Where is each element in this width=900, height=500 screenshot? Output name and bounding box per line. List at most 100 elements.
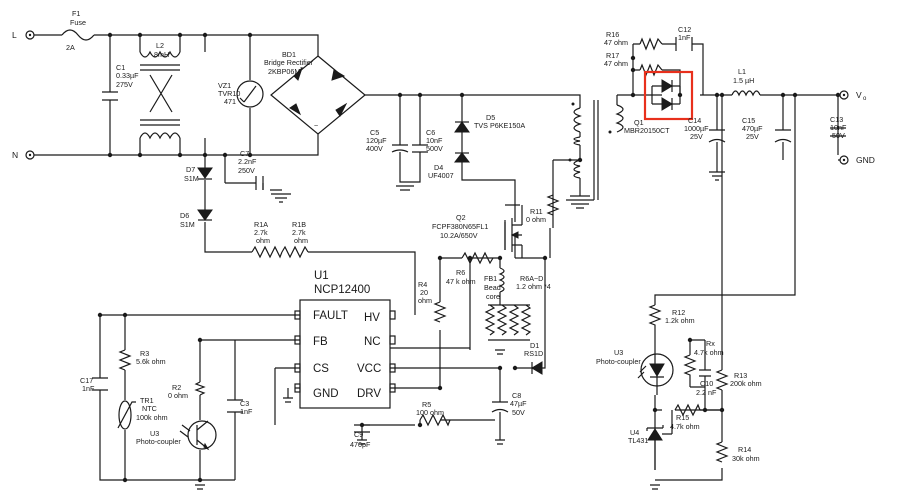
components-r6ad-0-label: R6A~D (520, 274, 543, 283)
components-u1-0-label: U1 (314, 270, 329, 282)
junction-dot (652, 407, 658, 413)
junction-dot (497, 365, 503, 371)
terminals-l-label: L (12, 30, 17, 40)
components-r16-0-label: R16 (606, 30, 619, 39)
fuse-f1: F1 Fuse 2A (61, 9, 95, 52)
capacitor-c9: C9 470pF (350, 424, 371, 449)
u1-pins-nc-label: NC (364, 336, 381, 348)
components-r6ad-1-label: 1.2 ohm *4 (516, 282, 551, 291)
terminals-gnd-label: GND (856, 155, 875, 165)
junction-dot (714, 92, 720, 98)
junction-dot (137, 152, 143, 158)
components-c1-2-label: 275V (116, 80, 133, 89)
terminal-l: L (12, 30, 35, 40)
components-r1b-0-label: R1B (292, 220, 306, 229)
components-c10-0-label: C10 (700, 379, 713, 388)
terminal-n: N (12, 150, 35, 160)
components-c17-1-label: 1nF (82, 384, 95, 393)
capacitor-c12: C12 1nF (675, 25, 693, 51)
junction-dot (512, 365, 518, 371)
components-l1-0-label: L1 (738, 67, 746, 76)
u1-pins-fault-label: FAULT (313, 310, 348, 322)
junction-dot (197, 477, 203, 483)
components-r12-0-label: R12 (672, 308, 685, 317)
resistor-r14: R14 30k ohm (715, 441, 760, 463)
photocoupler-u3-right: U3 Photo-coupler (596, 348, 674, 395)
components-rx-0-label: Rx (706, 339, 715, 348)
components-r14-0-label: R14 (738, 445, 751, 454)
junction-dot (467, 255, 473, 261)
components-r15-0-label: R15 (676, 413, 689, 422)
capacitor-c5: C5 120µF 400V (366, 128, 409, 153)
components-c5-2-label: 400V (366, 144, 383, 153)
components-r4-2-label: ohm (418, 296, 432, 305)
junction-dot (437, 255, 443, 261)
components-u1-1-label: NCP12400 (314, 284, 370, 296)
terminals-vout-label: V (856, 90, 862, 100)
components-r1a-1-label: 2.7k (254, 228, 268, 237)
components-fb1-1-label: Bead (484, 283, 501, 292)
components-q1-0-label: Q1 (634, 118, 644, 127)
bridge-rectifier-bd1: ~ ~ BD1 Bridge Rectifier 2KBP06M (264, 50, 366, 135)
resistor-r16: R16 47 ohm (604, 30, 663, 51)
components-r3-0-label: R3 (140, 349, 149, 358)
junction-dot (97, 312, 103, 318)
resistor-rx: Rx 4.7k ohm (683, 339, 724, 387)
components-c6-1-label: 10nF (426, 136, 443, 145)
u1-pins-drv-label: DRV (357, 388, 381, 400)
junction-dot (630, 55, 636, 61)
components-bd1-2-label: 2KBP06M (268, 67, 300, 76)
components-r1b-1-label: 2.7k (292, 228, 306, 237)
resistor-r2: R2 0 ohm (168, 381, 206, 400)
junction-dot (202, 32, 208, 38)
components-c13-1-label: 10nF (830, 123, 847, 132)
components-d6-1-label: S1M (180, 220, 195, 229)
components-d5-1-label: TVS P6KE150A (474, 121, 525, 130)
u1-pins-vcc-label: VCC (357, 363, 381, 375)
ground-symbols (195, 171, 725, 490)
components-rx-1-label: 4.7k ohm (694, 348, 724, 357)
capacitor-c17: C17 1nF (80, 376, 108, 393)
components-u3r-0-label: U3 (614, 348, 623, 357)
components-q2-1-label: FCPF380N65FL1 (432, 222, 488, 231)
mosfet-q2: Q2 FCPF380N65FL1 10.2A/650V (432, 205, 523, 258)
diode-d4: D4 UF4007 (428, 152, 471, 180)
u1-pins-gnd-label: GND (313, 388, 339, 400)
components-fb1-0-label: FB1 (484, 274, 497, 283)
components-d6-0-label: D6 (180, 211, 189, 220)
junction-dot (792, 92, 798, 98)
capacitor-c7: C7 2.2nF 250V (225, 149, 264, 190)
u1-pins-hv-label: HV (364, 312, 380, 324)
junction-dot (122, 312, 128, 318)
varistor-vz1: VZ1 TVR10 471 (218, 80, 264, 108)
components-bd1-1-label: Bridge Rectifier (264, 58, 314, 67)
components-vz1-0-label: VZ1 (218, 81, 231, 90)
junction-dot (542, 255, 548, 261)
resistor-r12: R12 1.2k ohm (648, 304, 695, 330)
inductor-l1: L1 1.5 µH (731, 67, 761, 97)
components-c13-2-label: 50V (832, 131, 845, 140)
transformer (568, 100, 624, 200)
capacitor-c15: C15 470µF 25V (742, 116, 792, 143)
components-vz1-2-label: 471 (224, 97, 236, 106)
components-bd1-0-label: BD1 (282, 50, 296, 59)
junction-dot (397, 92, 403, 98)
components-f1-0-label: F1 (72, 9, 80, 18)
components-c17-0-label: C17 (80, 376, 93, 385)
ferrite-bead-fb1: FB1 Bead core (484, 258, 505, 305)
components-c1-1-label: 0.33µF (116, 71, 139, 80)
ic-u1: U1 NCP12400 FAULT HV FB NC CS VCC GND DR… (294, 270, 396, 409)
components-r17-1-label: 47 ohm (604, 59, 628, 68)
components-r14-1-label: 30k ohm (732, 454, 760, 463)
junction-dot (137, 32, 143, 38)
components-c7-2-label: 250V (238, 166, 255, 175)
components-f1-1-label: Fuse (70, 18, 86, 27)
junction-dot (417, 422, 423, 428)
shunt-regulator-u4: U4 TL431 (628, 410, 673, 470)
u1-pins-cs-label: CS (313, 363, 329, 375)
components-u3r-1-label: Photo-coupler (596, 357, 641, 366)
components-c5-0-label: C5 (370, 128, 379, 137)
photocoupler-u3-left: U3 Photo-coupler (136, 420, 217, 451)
junction-dot (247, 32, 253, 38)
inductor-l2: L2 8mH (139, 41, 181, 140)
